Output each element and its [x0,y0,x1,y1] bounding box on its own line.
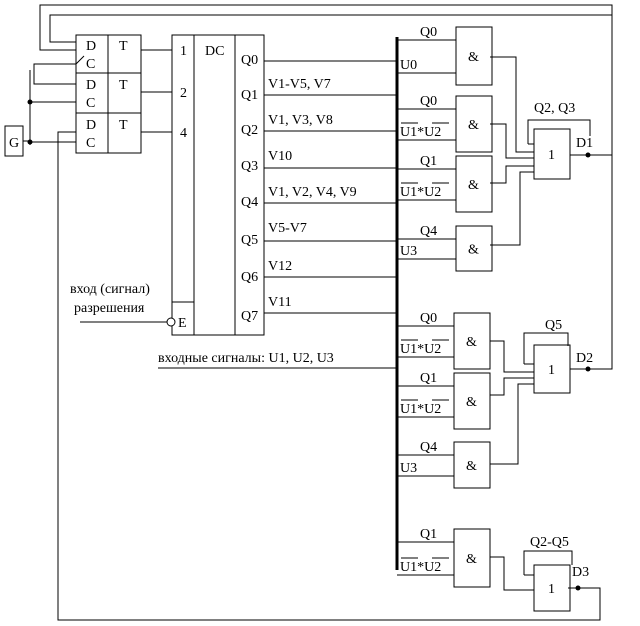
gate-input-bottom-label: U1*U2 [400,342,441,357]
gate-input-bottom-label: U3 [400,244,417,259]
gate-input-bottom-label: U1*U2 [400,125,441,140]
trigger-1-t-label: T [119,39,128,54]
trigger-3-c-label: C [86,136,95,151]
decoder-input-2: 2 [180,86,187,101]
decoder-output-q5: Q5 [241,233,258,248]
decoder-output-q6: Q6 [241,270,258,285]
decoder-title: DC [205,44,224,59]
gate-input-top-label: Q0 [420,311,437,326]
input-signals: входные сигналы: U1, U2, U3 [158,351,397,369]
or-symbol: 1 [548,582,555,597]
trigger-3: D C T [75,112,142,154]
gate-input-bottom-label: U1*U2 [400,560,441,575]
trigger-2-d-label: D [86,78,96,93]
gate-input-top-label: Q0 [420,94,437,109]
gate-input-top-label: Q4 [420,440,437,455]
trigger-2-c-label: C [86,96,95,111]
signal-label-q4: V1, V2, V4, V9 [268,185,357,200]
enable-input: вход (сигнал) разрешения [70,282,167,323]
gate-input-top-label: Q1 [420,371,437,386]
decoder-output-q7: Q7 [241,309,258,324]
decoder: DC 1 2 4 E [166,34,265,336]
decoder-output-q1: Q1 [241,88,258,103]
output-signal-labels: V1-V5, V7 V1, V3, V8 V10 V1, V2, V4, V9 … [268,77,357,310]
or-output-label: D2 [576,351,593,366]
and-symbol: & [466,335,477,350]
decoder-outputs: Q0 Q1 Q2 Q3 Q4 Q5 Q6 Q7 [241,53,258,324]
and-symbol: & [468,118,479,133]
decoder-input-1: 1 [180,44,187,59]
decoder-output-q2: Q2 [241,123,258,138]
or-extra-inputs-label: Q2, Q3 [534,101,575,116]
decoder-output-lines [264,60,397,314]
enable-label-line2: разрешения [74,301,145,316]
or-output-label: D1 [576,136,593,151]
signal-label-q1: V1-V5, V7 [268,77,331,92]
signal-label-q2: V1, V3, V8 [268,113,333,128]
gate-input-bottom-label: U3 [400,461,417,476]
or-gate-1: 1 Q2, Q3 D1 [533,101,593,180]
gate-input-top-label: Q4 [420,224,437,239]
signal-label-q3: V10 [268,149,292,164]
enable-inversion-bubble [166,317,176,327]
decoder-input-4: 4 [180,126,187,141]
trigger-1-c-label: C [86,57,95,72]
gate-input-top-label: Q1 [420,527,437,542]
or-extra-inputs-label: Q5 [545,318,562,333]
trigger-3-d-label: D [86,118,96,133]
input-signals-label: входные сигналы: U1, U2, U3 [158,351,334,366]
signal-label-q5: V5-V7 [268,221,307,236]
trigger-2: D C T [75,72,142,114]
and-symbol: & [468,243,479,258]
or-symbol: 1 [548,148,555,163]
generator-label: G [9,136,19,151]
and-symbol: & [466,459,477,474]
and-symbol: & [466,395,477,410]
signal-label-q7: V11 [268,295,292,310]
or-extra-inputs-label: Q2-Q5 [530,535,569,550]
or-symbol: 1 [548,363,555,378]
decoder-output-q0: Q0 [241,53,258,68]
and-symbol: & [468,50,479,65]
clock-wires [23,70,85,145]
trigger-2-t-label: T [119,78,128,93]
trigger-1: D C T [75,34,142,74]
signal-label-q6: V12 [268,259,292,274]
trigger-1-d-label: D [86,39,96,54]
gate-input-bottom-label: U0 [400,58,417,73]
gate-interconnect-wires [490,56,612,591]
feedback-wires [33,4,613,621]
enable-label-line1: вход (сигнал) [70,282,150,297]
decoder-enable-label: E [178,316,187,331]
gate-input-top-label: Q1 [420,154,437,169]
trigger-output-wires [141,49,172,133]
decoder-output-q3: Q3 [241,159,258,174]
trigger-3-t-label: T [119,118,128,133]
or-output-label: D3 [572,565,589,580]
and-gates: &Q0U0&Q0U1*U2&Q1U1*U2&Q4U3&Q0U1*U2&Q1U1*… [397,25,493,588]
gate-input-top-label: Q0 [420,25,437,40]
gate-input-bottom-label: U1*U2 [400,185,441,200]
and-symbol: & [466,552,477,567]
decoder-output-q4: Q4 [241,195,258,210]
and-symbol: & [468,178,479,193]
gate-input-bottom-label: U1*U2 [400,402,441,417]
